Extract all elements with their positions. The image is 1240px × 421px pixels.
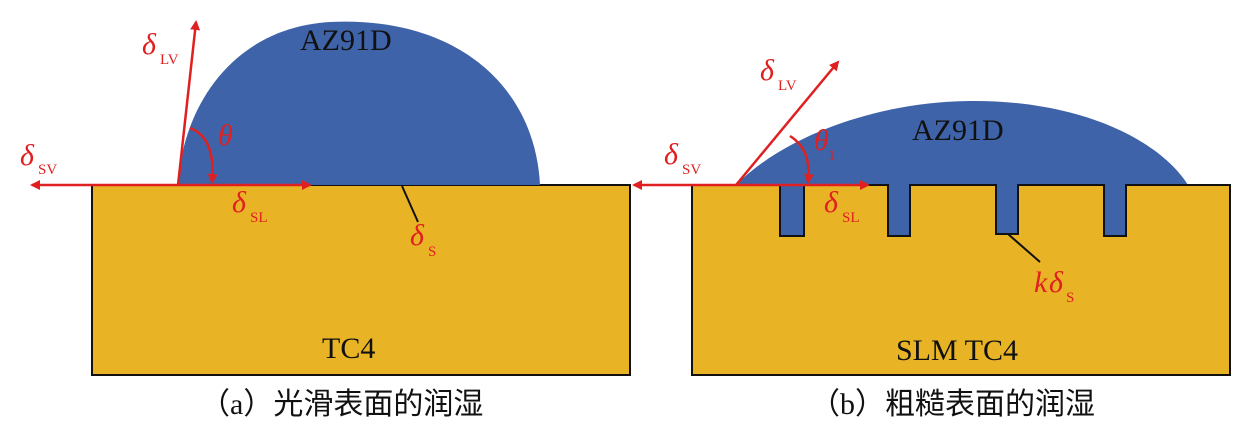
az91d-droplet-rough bbox=[736, 100, 1188, 185]
pore-fill-3 bbox=[997, 185, 1017, 233]
s-symbol-a: δ bbox=[410, 219, 425, 252]
leader-ks-b bbox=[1007, 233, 1041, 263]
lv-sub-b: LV bbox=[778, 78, 797, 94]
sv-sub-a: SV bbox=[38, 162, 57, 178]
az91d-droplet-smooth bbox=[178, 21, 540, 186]
sl-sub-a: SL bbox=[250, 210, 268, 226]
pore-fill-1 bbox=[781, 185, 803, 235]
substrate-label-a: TC4 bbox=[322, 332, 375, 365]
sl-symbol-a: δ bbox=[232, 186, 247, 219]
sv-sub-b: SV bbox=[682, 162, 701, 178]
vector-lv-b bbox=[735, 60, 840, 186]
droplet-label-a: AZ91D bbox=[300, 24, 392, 57]
angle-arc-a bbox=[189, 126, 218, 184]
substrate-label-b: SLM TC4 bbox=[896, 334, 1018, 367]
angle-arc-b bbox=[789, 134, 814, 184]
lv-symbol-a: δ bbox=[142, 28, 157, 61]
theta-a: θ bbox=[218, 119, 233, 152]
panel-b: AZ91D SLM TC4 δ LV δ SV δ SL k δ S θ 1 （… bbox=[632, 54, 1231, 421]
lv-symbol-b: δ bbox=[760, 54, 775, 87]
vector-lv-a bbox=[176, 20, 201, 186]
sl-sub-b: SL bbox=[842, 210, 860, 226]
pore-fill-2 bbox=[889, 185, 909, 235]
leader-s-a bbox=[401, 185, 419, 223]
pore-fill-4 bbox=[1105, 185, 1125, 235]
droplet-label-b: AZ91D bbox=[912, 114, 1004, 147]
theta-b-sub: 1 bbox=[828, 148, 836, 164]
tc4-substrate bbox=[91, 184, 631, 376]
caption-a: （a）光滑表面的润湿 bbox=[200, 388, 483, 421]
sl-symbol-b: δ bbox=[824, 186, 839, 219]
lv-sub-a: LV bbox=[160, 52, 179, 68]
ks-sub-b: S bbox=[1066, 290, 1074, 306]
caption-b: （b）粗糙表面的润湿 bbox=[810, 388, 1095, 421]
ks-prefix-b: k bbox=[1034, 266, 1048, 299]
sv-symbol-a: δ bbox=[20, 139, 35, 172]
s-sub-a: S bbox=[428, 244, 436, 260]
panel-a: AZ91D TC4 δ LV δ SV δ SL δ S θ （a）光滑表面的润… bbox=[20, 20, 631, 421]
sv-symbol-b: δ bbox=[664, 138, 679, 171]
ks-symbol-b: δ bbox=[1049, 266, 1064, 299]
slm-tc4-substrate bbox=[691, 184, 1231, 376]
theta-b: θ bbox=[814, 124, 829, 157]
